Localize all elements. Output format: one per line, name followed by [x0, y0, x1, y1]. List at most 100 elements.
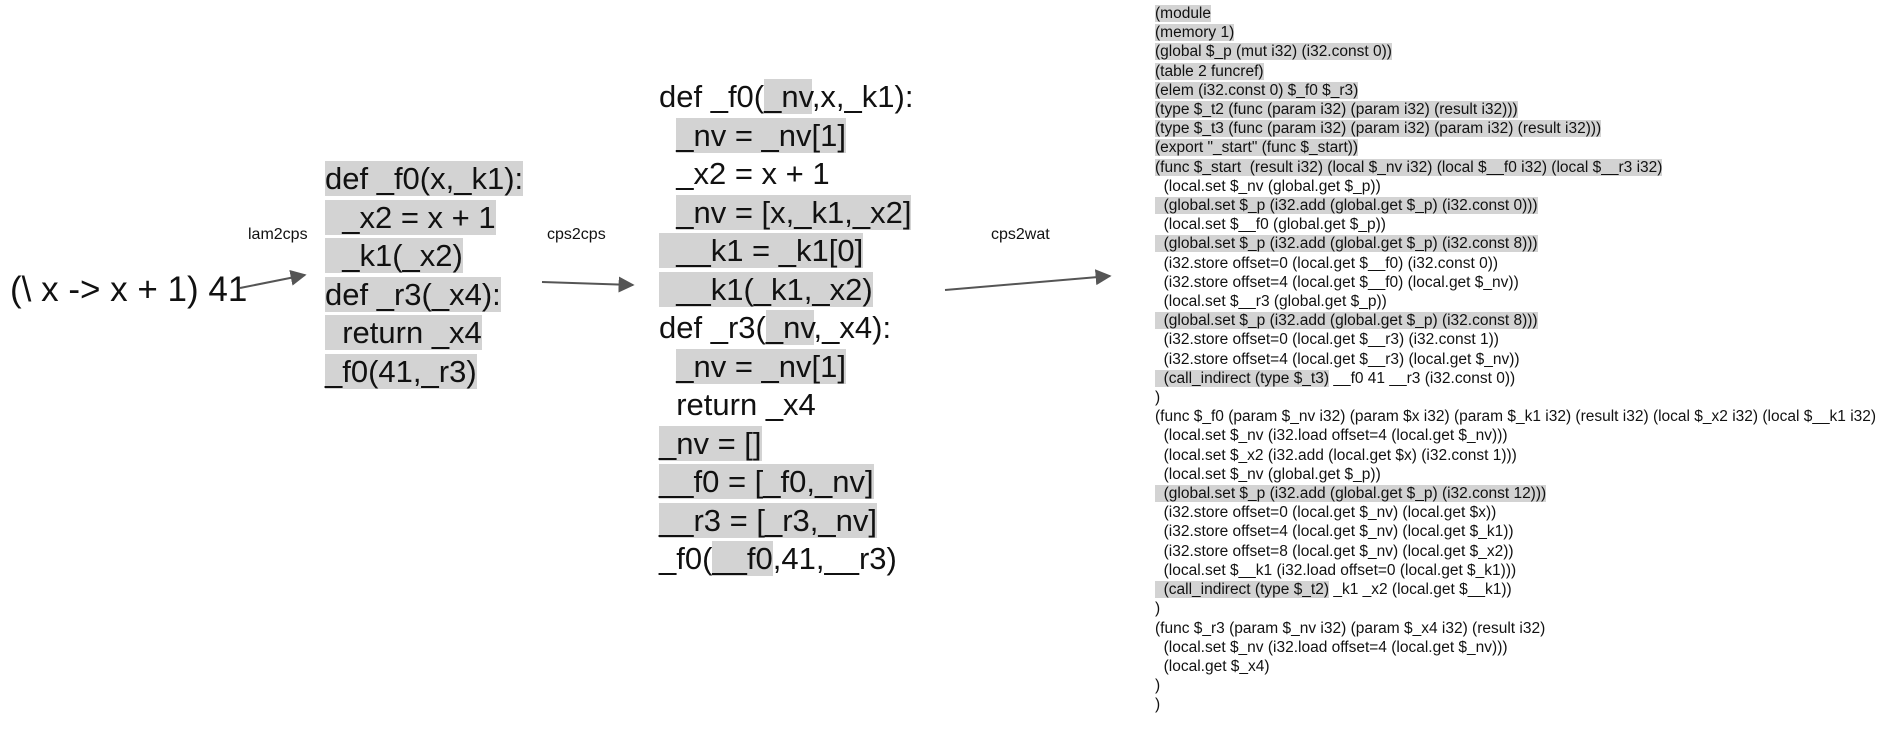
highlighted-code-segment: _k1(_x2) — [325, 238, 463, 273]
code-line: (i32.store offset=4 (local.get $__f0) (l… — [1155, 273, 1876, 292]
code-segment: ) — [1155, 696, 1161, 714]
highlighted-code-segment: def _f0(x,_k1): — [325, 161, 524, 196]
code-line: ) — [1155, 676, 1876, 695]
highlighted-code-segment: _x2 = x + 1 — [325, 199, 496, 235]
code-line: (local.set $_nv (global.get $_p)) — [1155, 177, 1876, 196]
code-line: (local.set $__r3 (global.get $_p)) — [1155, 292, 1876, 311]
highlighted-code-segment: (func $_start (result i32) (local $_nv i… — [1155, 158, 1663, 176]
code-line: (global.set $_p (i32.add (global.get $_p… — [1155, 196, 1876, 215]
code-segment: (local.set $_nv (i32.load offset=4 (loca… — [1155, 427, 1508, 445]
code-segment: (local.set $_nv (global.get $_p)) — [1155, 177, 1381, 195]
highlighted-code-segment: _nv — [764, 79, 812, 114]
code-segment: (local.set $_nv (i32.load offset=4 (loca… — [1155, 638, 1508, 656]
code-line: def _r3(_nv,_x4): — [659, 309, 913, 348]
code-line: ) — [1155, 695, 1876, 714]
code-segment: (i32.store offset=4 (local.get $__r3) (l… — [1155, 350, 1520, 368]
step-label-cps2wat: cps2wat — [991, 226, 1050, 243]
code-line: (global $_p (mut i32) (i32.const 0)) — [1155, 42, 1876, 61]
code-line: (local.set $_nv (i32.load offset=4 (loca… — [1155, 426, 1876, 445]
code-line: (i32.store offset=4 (local.get $__r3) (l… — [1155, 350, 1876, 369]
code-segment: (func $_f0 (param $_nv i32) (param $x i3… — [1155, 408, 1877, 426]
code-line: (type $_t2 (func (param i32) (param i32)… — [1155, 100, 1876, 119]
code-segment: _f0( — [659, 541, 713, 576]
code-line: _nv = _nv[1] — [659, 348, 913, 387]
code-line: (local.set $__f0 (global.get $_p)) — [1155, 215, 1876, 234]
code-segment: (local.set $__r3 (global.get $_p)) — [1155, 293, 1387, 311]
cps2cps-output-block: def _f0(_nv,x,_k1): _nv = _nv[1] _x2 = x… — [659, 78, 913, 579]
code-segment: (func $_r3 (param $_nv i32) (param $_x4 … — [1155, 619, 1546, 637]
code-line: (i32.store offset=8 (local.get $_nv) (lo… — [1155, 542, 1876, 561]
code-line: (local.set $__k1 (i32.load offset=0 (loc… — [1155, 561, 1876, 580]
code-line: ) — [1155, 388, 1876, 407]
code-line: (elem (i32.const 0) $_f0 $_r3) — [1155, 81, 1876, 100]
highlighted-code-segment: (elem (i32.const 0) $_f0 $_r3) — [1155, 81, 1359, 99]
code-line: (global.set $_p (i32.add (global.get $_p… — [1155, 234, 1876, 253]
code-segment: ,x,_k1): — [811, 79, 914, 114]
code-segment: return _x4 — [659, 387, 816, 422]
code-segment: (local.set $__f0 (global.get $_p)) — [1155, 216, 1386, 234]
arrow-cps2cps — [541, 276, 635, 293]
highlighted-code-segment: (module — [1155, 5, 1211, 22]
code-segment: _k1 _x2 (local.get $__k1)) — [1329, 581, 1512, 599]
code-line: (i32.store offset=4 (local.get $_nv) (lo… — [1155, 522, 1876, 541]
code-segment: (i32.store offset=4 (local.get $__f0) (l… — [1155, 273, 1519, 291]
code-line: ) — [1155, 599, 1876, 618]
code-segment: __f0 41 __r3 (i32.const 0)) — [1329, 369, 1516, 387]
step-label-lam2cps: lam2cps — [248, 226, 308, 243]
code-line: (global.set $_p (i32.add (global.get $_p… — [1155, 484, 1876, 503]
code-line: (func $_f0 (param $_nv i32) (param $x i3… — [1155, 407, 1876, 426]
code-line: _nv = _nv[1] — [659, 117, 913, 156]
code-line: (func $_r3 (param $_nv i32) (param $_x4 … — [1155, 619, 1876, 638]
code-line: __f0 = [_f0,_nv] — [659, 463, 913, 502]
highlighted-code-segment: _nv — [765, 310, 814, 345]
highlighted-code-segment: _nv = _nv[1] — [676, 117, 846, 153]
highlighted-code-segment: __f0 = [_f0,_nv] — [659, 464, 874, 499]
highlighted-code-segment: (type $_t2 (func (param i32) (param i32)… — [1155, 101, 1518, 119]
lam2cps-output-block: def _f0(x,_k1): _x2 = x + 1 _k1(_x2)def … — [325, 160, 524, 392]
code-line: def _f0(_nv,x,_k1): — [659, 78, 913, 117]
code-line: def _f0(x,_k1): — [325, 160, 524, 199]
code-line: _k1(_x2) — [325, 237, 523, 276]
code-segment: (local.set $_nv (global.get $_p)) — [1155, 465, 1381, 483]
highlighted-code-segment: __k1(_k1,_x2) — [659, 271, 873, 307]
code-line: _f0(41,_r3) — [325, 353, 523, 392]
highlighted-code-segment: (memory 1) — [1155, 24, 1235, 42]
highlighted-code-segment: __f0 — [712, 541, 773, 576]
code-line: __k1(_k1,_x2) — [659, 271, 913, 310]
arrow-lam2cps — [239, 269, 307, 289]
code-line: _nv = [] — [659, 425, 913, 464]
highlighted-code-segment: _nv = _nv[1] — [676, 348, 846, 384]
code-segment: (local.set $_x2 (i32.add (local.get $x) … — [1155, 446, 1517, 464]
code-line: (i32.store offset=0 (local.get $__r3) (i… — [1155, 330, 1876, 349]
highlighted-code-segment: __k1 = _k1[0] — [659, 233, 864, 268]
highlighted-code-segment: (global.set $_p (i32.add (global.get $_p… — [1155, 312, 1538, 330]
code-line: (i32.store offset=0 (local.get $_nv) (lo… — [1155, 503, 1876, 522]
code-segment: (local.get $_x4) — [1155, 657, 1270, 675]
highlighted-code-segment: _f0(41,_r3) — [325, 353, 477, 389]
highlighted-code-segment: (global.set $_p (i32.add (global.get $_p… — [1155, 197, 1538, 215]
code-line: (i32.store offset=0 (local.get $__f0) (i… — [1155, 254, 1876, 273]
highlighted-code-segment: (global $_p (mut i32) (i32.const 0)) — [1155, 43, 1392, 61]
code-segment: def _r3( — [659, 310, 766, 345]
code-line: _f0(__f0,41,__r3) — [659, 540, 913, 579]
code-line: _x2 = x + 1 — [659, 155, 913, 194]
code-segment: (i32.store offset=0 (local.get $_nv) (lo… — [1155, 504, 1497, 522]
code-line: (call_indirect (type $_t2) _k1 _x2 (loca… — [1155, 580, 1876, 599]
code-segment: _x2 = x + 1 — [659, 156, 830, 191]
code-segment: (local.set $__k1 (i32.load offset=0 (loc… — [1155, 561, 1517, 579]
highlighted-code-segment: _nv = [x,_k1,_x2] — [676, 194, 912, 230]
code-segment: (i32.store offset=8 (local.get $_nv) (lo… — [1155, 542, 1514, 560]
highlighted-code-segment: (export "_start" (func $_start)) — [1155, 139, 1359, 157]
highlighted-code-segment: (global.set $_p (i32.add (global.get $_p… — [1155, 485, 1547, 503]
highlighted-code-segment: (global.set $_p (i32.add (global.get $_p… — [1155, 235, 1538, 253]
highlighted-code-segment: (table 2 funcref) — [1155, 62, 1264, 80]
code-line: (func $_start (result i32) (local $_nv i… — [1155, 158, 1876, 177]
code-line: (local.get $_x4) — [1155, 657, 1876, 676]
code-segment: ) — [1155, 677, 1161, 695]
step-label-cps2cps: cps2cps — [547, 226, 606, 243]
highlighted-code-segment: _nv = [] — [659, 425, 762, 461]
code-segment: (i32.store offset=0 (local.get $__f0) (i… — [1155, 254, 1499, 272]
code-segment: ,41,__r3) — [772, 541, 897, 576]
code-segment: ) — [1155, 389, 1161, 407]
